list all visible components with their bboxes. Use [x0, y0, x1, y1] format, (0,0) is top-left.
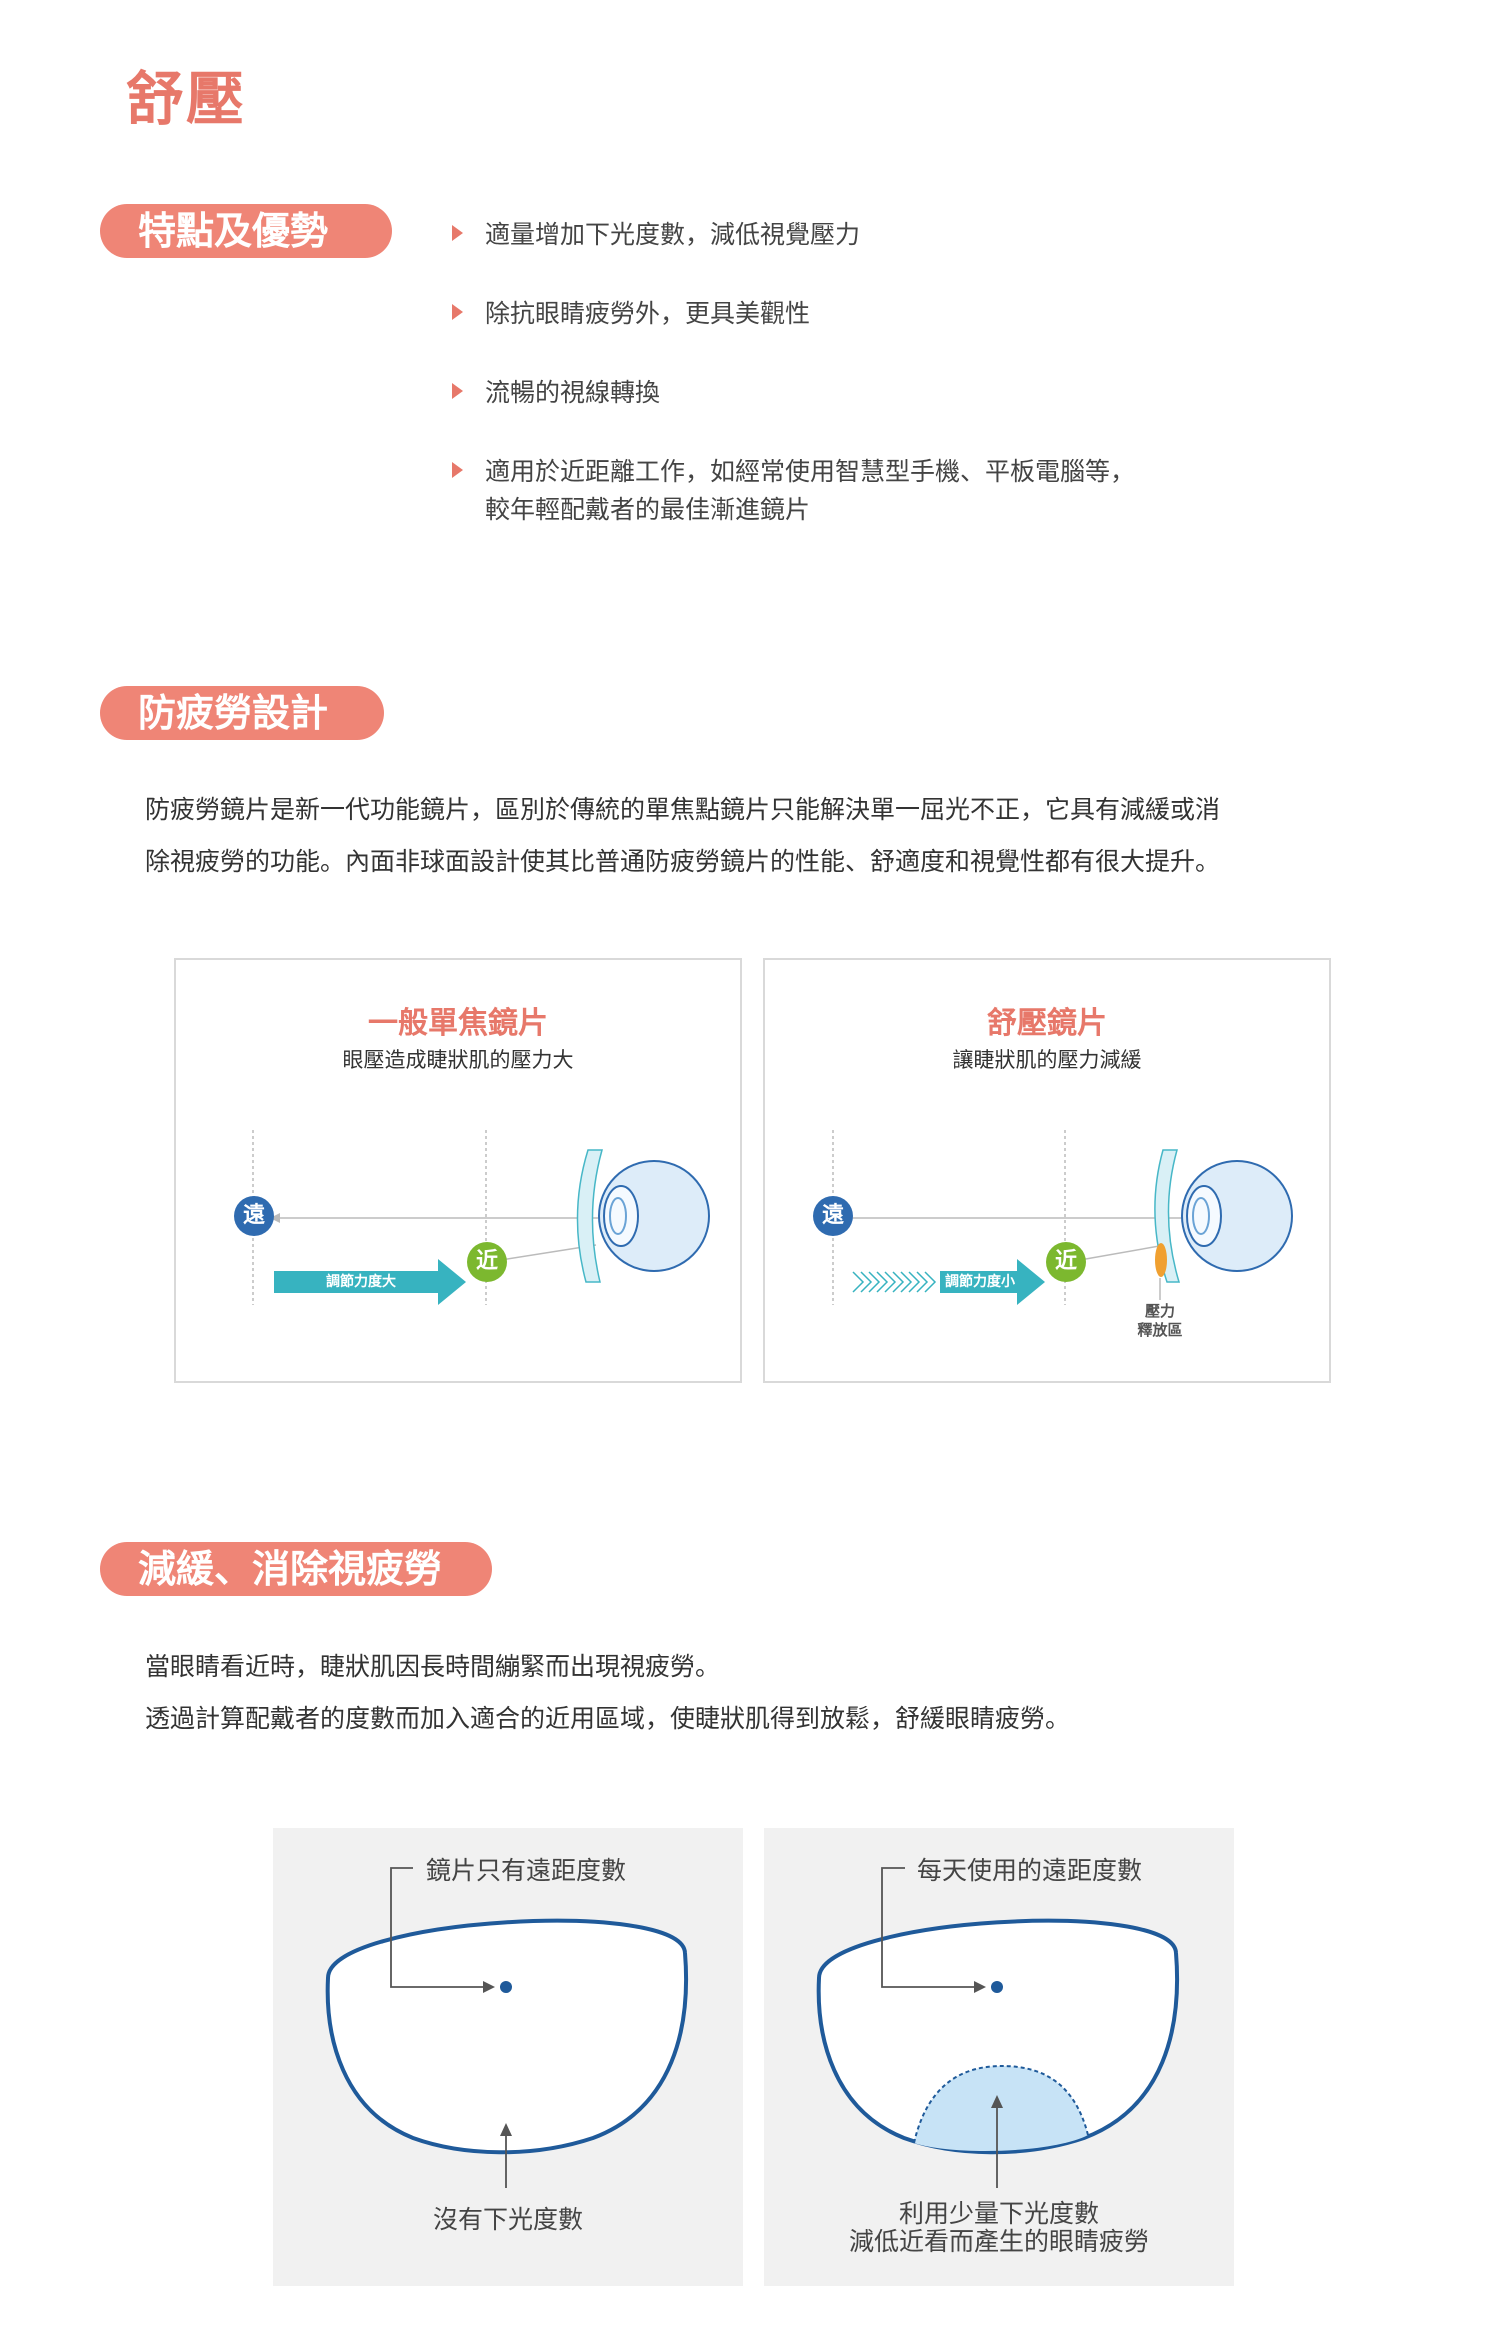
far-badge: 遠 — [813, 1196, 853, 1236]
relief-lens-eye-diagram — [832, 1130, 1293, 1305]
reduce-fatigue-heading: 減緩、消除視疲勞 — [100, 1542, 492, 1596]
near-zone-lens-diagram: 每天使用的遠距度數 利用少量下光度數 減低近看而產生的眼睛疲勞 — [764, 1828, 1234, 2286]
anti-fatigue-paragraph: 防疲勞鏡片是新一代功能鏡片，區別於傳統的單焦點鏡片只能解決單一屈光不正，它具有減… — [145, 795, 1221, 876]
triangle-bullet-icon — [452, 225, 463, 241]
arrow-label: 調節力度大 — [326, 1274, 396, 1290]
single-vision-card: 一般單焦鏡片 眼壓造成睫狀肌的壓力大 遠 近 調節力度大 — [174, 958, 742, 1383]
list-item: 適用於近距離工作，如經常使用智慧型手機、平板電腦等，較年輕配戴者的最佳漸進鏡片 — [452, 453, 1352, 529]
bottom-label: 利用少量下光度數 減低近看而產生的眼睛疲勞 — [848, 2199, 1149, 2256]
far-badge: 遠 — [234, 1196, 274, 1236]
relief-lens-card: 舒壓鏡片 讓睫狀肌的壓力減緩 遠 近 調節力度小 壓力 釋放區 — [763, 958, 1331, 1383]
triangle-bullet-icon — [452, 304, 463, 320]
list-item: 除抗眼睛疲勞外，更具美觀性 — [452, 295, 1352, 333]
anti-fatigue-heading: 防疲勞設計 — [100, 686, 384, 740]
features-heading: 特點及優勢 — [100, 204, 392, 258]
far-only-lens-svg — [325, 1867, 689, 2188]
card-title: 舒壓鏡片 — [987, 1006, 1107, 1041]
card-title: 一般單焦鏡片 — [368, 1006, 548, 1041]
near-badge: 近 — [467, 1242, 507, 1282]
arrow-label: 調節力度小 — [945, 1274, 1015, 1290]
list-item: 適量增加下光度數，減低視覺壓力 — [452, 216, 1352, 254]
bottom-label: 沒有下光度數 — [433, 2205, 584, 2234]
near-zone-lens-svg — [816, 1867, 1180, 2188]
near-badge: 近 — [1046, 1242, 1086, 1282]
card-subtitle: 讓睫狀肌的壓力減緩 — [952, 1048, 1142, 1072]
list-item: 流暢的視線轉換 — [452, 374, 1352, 412]
pressure-release-label: 壓力 釋放區 — [1137, 1302, 1183, 1339]
single-vision-eye-diagram — [252, 1130, 710, 1305]
features-list: 適量增加下光度數，減低視覺壓力 除抗眼睛疲勞外，更具美觀性 流暢的視線轉換 適用… — [452, 216, 1352, 529]
triangle-bullet-icon — [452, 383, 463, 399]
far-only-lens-diagram: 鏡片只有遠距度數 沒有下光度數 — [273, 1828, 743, 2286]
reduce-fatigue-paragraph: 當眼睛看近時，睫狀肌因長時間繃緊而出現視疲勞。 透過計算配戴者的度數而加入適合的… — [145, 1652, 1071, 1733]
card-subtitle: 眼壓造成睫狀肌的壓力大 — [342, 1048, 574, 1072]
top-label: 鏡片只有遠距度數 — [426, 1856, 627, 1885]
top-label: 每天使用的遠距度數 — [917, 1856, 1143, 1885]
page-title: 舒壓 — [126, 65, 247, 133]
triangle-bullet-icon — [452, 462, 463, 478]
